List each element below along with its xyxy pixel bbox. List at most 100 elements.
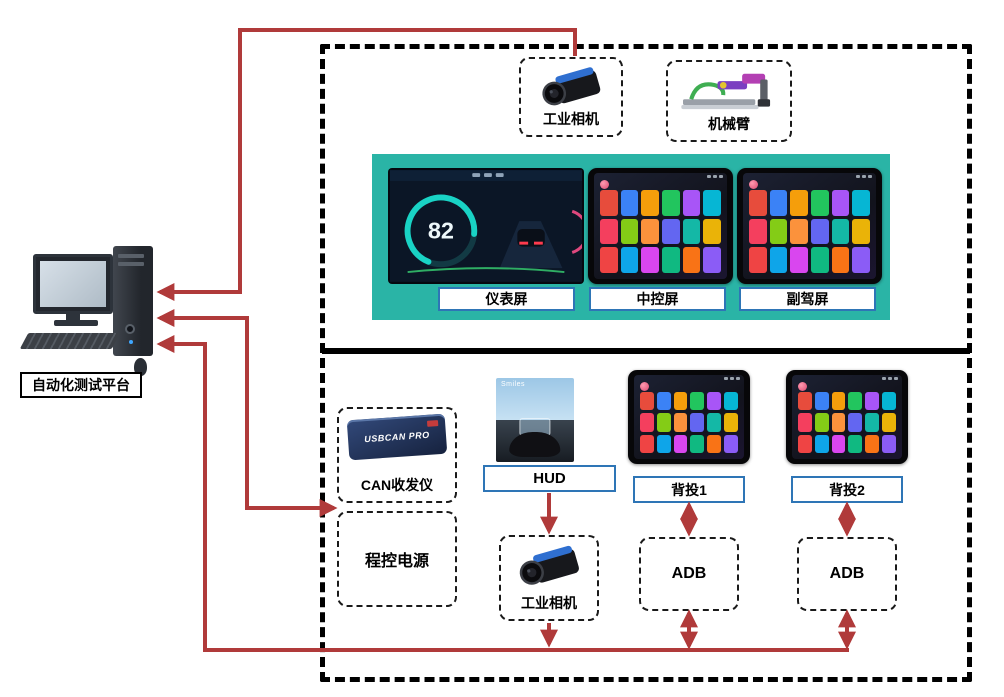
robot-arm-label: 机械臂 — [708, 116, 750, 132]
app-icon — [707, 434, 722, 453]
robot-arm-icon — [681, 73, 771, 110]
industrial-camera-bottom-label: 工业相机 — [521, 595, 577, 611]
app-icon — [769, 218, 788, 245]
app-icon — [690, 413, 705, 432]
industrial-camera-top-label: 工业相机 — [543, 111, 599, 127]
adb-2-box: ADB — [797, 537, 897, 611]
app-icon — [682, 190, 701, 216]
app-icon — [661, 247, 680, 273]
tower-power-button — [125, 324, 135, 334]
industrial-camera-icon — [542, 67, 601, 106]
avatar — [600, 180, 609, 189]
app-icon — [798, 392, 812, 411]
app-icon — [690, 392, 705, 411]
app-icon — [703, 190, 721, 216]
app-icon — [641, 190, 659, 216]
passenger-display-screen — [737, 168, 882, 284]
monitor-icon — [33, 254, 113, 314]
app-icon — [749, 190, 767, 216]
hud-screen-text: Smiles — [501, 381, 526, 388]
cluster-graphic: 82 — [390, 170, 582, 282]
mouse-icon — [134, 358, 147, 376]
robot-arm-box: 机械臂 — [666, 60, 792, 142]
app-icon — [831, 434, 846, 453]
adb-1-box: ADB — [639, 537, 739, 611]
programmable-power-box: 程控电源 — [337, 511, 457, 607]
cluster-screen-label: 仪表屏 — [438, 287, 575, 311]
app-icon — [882, 434, 896, 453]
keyboard-icon — [19, 333, 121, 349]
app-icon — [852, 190, 870, 216]
app-icon — [852, 247, 870, 273]
rear-projection-2-home — [792, 375, 902, 459]
app-icon — [641, 247, 659, 273]
tower-icon — [113, 246, 153, 356]
app-icon — [682, 218, 701, 245]
app-icon — [673, 434, 688, 453]
app-icon — [641, 218, 659, 245]
app-icon — [600, 190, 618, 216]
app-icon — [656, 392, 671, 411]
app-icon — [690, 434, 705, 453]
industrial-camera-top-box: 工业相机 — [519, 57, 623, 137]
industrial-camera-icon — [519, 545, 579, 585]
can-transceiver-box: USBCAN PRO CAN收发仪 — [337, 407, 457, 503]
app-grid — [640, 392, 738, 453]
app-icon — [790, 190, 808, 216]
app-icon — [620, 218, 639, 245]
app-icon — [831, 218, 850, 245]
app-icon — [831, 392, 846, 411]
passenger-screen-label: 副驾屏 — [739, 287, 876, 311]
avatar — [640, 382, 649, 391]
app-icon — [640, 413, 654, 432]
app-icon — [769, 247, 788, 273]
status-bar — [638, 377, 740, 381]
app-icon — [724, 413, 738, 432]
arrow-pc-to-devices — [156, 309, 338, 517]
status-bar — [796, 377, 898, 381]
adb-2-label: ADB — [829, 565, 865, 582]
app-icon — [810, 190, 829, 216]
app-icon — [703, 247, 721, 273]
programmable-power-label: 程控电源 — [364, 553, 429, 570]
usbcan-device-text: USBCAN PRO — [363, 429, 431, 445]
hud-photo: Smiles — [496, 378, 574, 462]
center-display-screen — [588, 168, 733, 284]
section-divider — [322, 348, 970, 354]
rear-projection-1-label: 背投1 — [633, 476, 745, 503]
app-icon — [848, 434, 863, 453]
app-icon — [707, 413, 722, 432]
app-icon — [673, 413, 688, 432]
usbcan-device-icon: USBCAN PRO — [346, 413, 448, 461]
app-grid — [749, 190, 870, 273]
app-icon — [656, 413, 671, 432]
app-icon — [620, 247, 639, 273]
app-icon — [707, 392, 722, 411]
app-icon — [882, 392, 896, 411]
avatar — [749, 180, 758, 189]
rear-projection-1-home — [634, 375, 744, 459]
app-icon — [640, 434, 654, 453]
cluster-display-screen: 82 — [388, 168, 584, 284]
monitor-screen — [40, 261, 106, 307]
monitor-stand — [66, 313, 80, 321]
app-icon — [831, 247, 850, 273]
app-icon — [640, 392, 654, 411]
app-icon — [656, 434, 671, 453]
hud-label: HUD — [483, 465, 616, 492]
app-icon — [703, 218, 721, 245]
center-screen-label: 中控屏 — [589, 287, 726, 311]
app-icon — [865, 413, 880, 432]
app-icon — [810, 247, 829, 273]
app-icon — [831, 413, 846, 432]
rear-projection-2-label: 背投2 — [791, 476, 903, 503]
avatar — [798, 382, 807, 391]
app-icon — [790, 247, 808, 273]
app-icon — [620, 190, 639, 216]
app-icon — [852, 218, 870, 245]
center-display-home — [594, 173, 727, 279]
app-icon — [673, 392, 688, 411]
app-icon — [814, 434, 829, 453]
app-icon — [814, 413, 829, 432]
